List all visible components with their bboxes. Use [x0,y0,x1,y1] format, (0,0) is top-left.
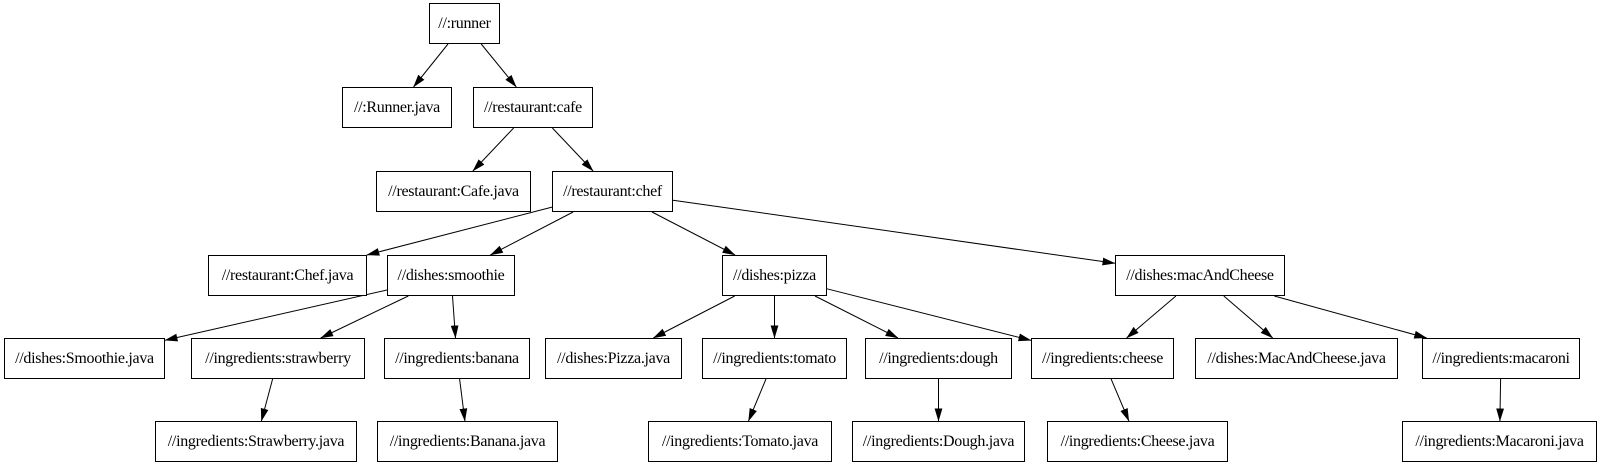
node-tomato-java: //ingredients:Tomato.java [648,421,832,462]
node-pizza-java: //dishes:Pizza.java [545,338,682,379]
node-cheese-java: //ingredients:Cheese.java [1047,421,1228,462]
edge-runner-to-runner-java [413,43,449,88]
edge-cafe-to-chef [552,127,594,172]
edge-strawberry-to-strawberry-java [260,378,274,422]
node-runner-java: //:Runner.java [342,87,452,128]
node-chef: //restaurant:chef [552,171,673,212]
node-smoothie-java: //dishes:Smoothie.java [4,338,165,379]
node-cafe: //restaurant:cafe [473,87,593,128]
edge-banana-to-banana-java [459,378,468,422]
node-cafe-java: //restaurant:Cafe.java [376,171,531,212]
edge-chef-to-smoothie [489,211,574,256]
edge-cafe-to-cafe-java [472,127,514,172]
edge-mac-and-cheese-to-macaroni [1274,295,1428,339]
node-dough-java: //ingredients:Dough.java [852,421,1025,462]
node-strawberry-java: //ingredients:Strawberry.java [155,421,357,462]
edge-chef-to-chef-java [366,206,553,256]
node-macaroni-java: //ingredients:Macaroni.java [1402,421,1597,462]
edge-chef-to-pizza [651,211,736,256]
edge-pizza-to-pizza-java [652,295,735,339]
edge-smoothie-to-strawberry [320,295,409,339]
edge-pizza-to-cheese [826,288,1032,342]
edge-smoothie-to-banana [450,295,459,339]
node-banana: //ingredients:banana [384,338,530,379]
edge-runner-to-cafe [480,43,517,88]
node-chef-java: //restaurant:Chef.java [208,255,367,296]
edge-macaroni-to-macaroni-java [1496,378,1505,422]
edge-pizza-to-dough [814,295,899,339]
node-smoothie: //dishes:smoothie [387,255,515,296]
node-macaroni: //ingredients:macaroni [1422,338,1580,379]
node-mac-and-cheese: //dishes:macAndCheese [1115,255,1285,296]
node-pizza: //dishes:pizza [722,255,827,296]
node-cheese: //ingredients:cheese [1031,338,1174,379]
node-strawberry: //ingredients:strawberry [191,338,365,379]
node-dough: //ingredients:dough [865,338,1012,379]
node-mac-and-cheese-java: //dishes:MacAndCheese.java [1195,338,1398,379]
edge-mac-and-cheese-to-cheese [1126,295,1177,339]
edge-tomato-to-tomato-java [748,378,767,422]
edge-smoothie-to-smoothie-java [164,289,388,342]
edge-cheese-to-cheese-java [1110,378,1130,422]
node-tomato: //ingredients:tomato [702,338,847,379]
edge-mac-and-cheese-to-mac-and-cheese-java [1223,295,1274,339]
edge-chef-to-mac-and-cheese [672,199,1116,266]
node-banana-java: //ingredients:Banana.java [377,421,558,462]
node-runner: //:runner [429,3,500,44]
